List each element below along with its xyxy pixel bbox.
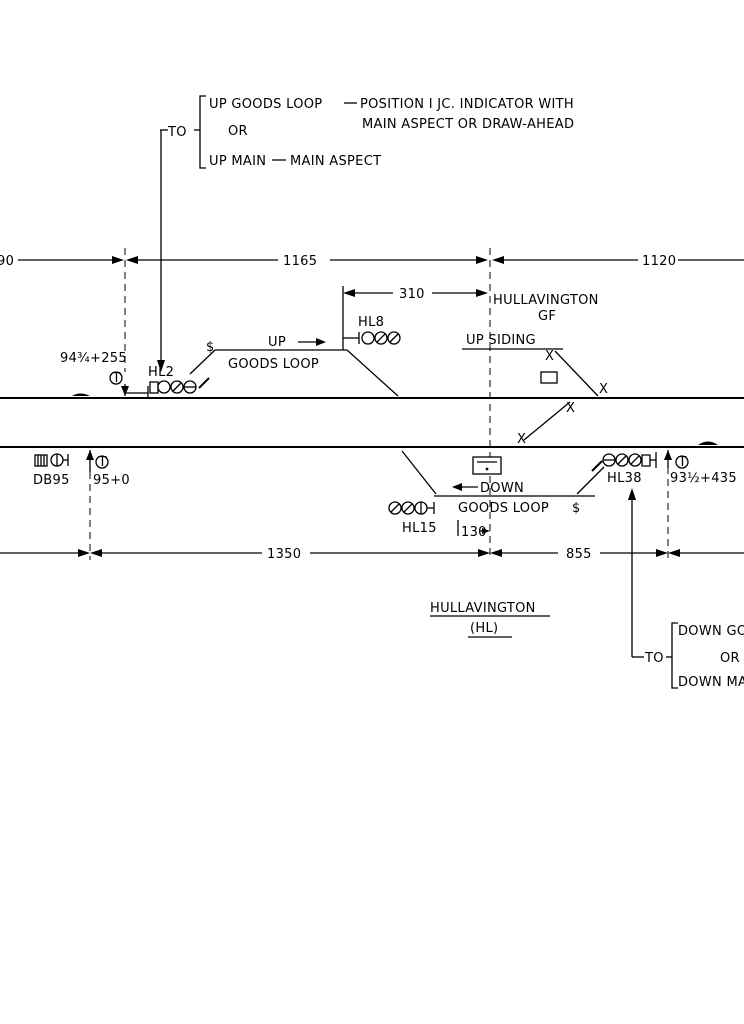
hullavington-gf-name: HULLAVINGTON bbox=[493, 293, 599, 308]
route-note-bottom-line1: DOWN GO bbox=[678, 624, 744, 639]
route-note-bottom-or: OR bbox=[720, 651, 740, 666]
up-siding-label: UP SIDING bbox=[466, 333, 536, 348]
signal-hl8: HL8 bbox=[343, 315, 401, 345]
down-label: DOWN bbox=[480, 481, 524, 496]
station-name: HULLAVINGTON bbox=[430, 601, 536, 616]
station-code: (HL) bbox=[470, 621, 498, 636]
distance-310: 310 bbox=[399, 287, 425, 302]
dimension-310: 310 bbox=[342, 286, 488, 350]
up-siding-cross-lower: X bbox=[599, 382, 608, 397]
signal-hl2: HL2 bbox=[125, 365, 210, 398]
down-loop-catch-point: $ bbox=[572, 501, 581, 516]
crossover bbox=[523, 401, 571, 441]
route-note-top-or: OR bbox=[228, 124, 248, 139]
mileage-down-end-text: 93½+435 bbox=[670, 471, 737, 486]
up-label: UP bbox=[268, 335, 286, 350]
up-siding-cross-upper: X bbox=[545, 349, 554, 364]
signal-hl38: HL38 bbox=[591, 452, 657, 486]
route-note-top-line2: UP MAIN bbox=[209, 154, 266, 169]
mileage-up-end: 94¾+255 T bbox=[60, 351, 129, 396]
distance-1165: 1165 bbox=[283, 254, 317, 269]
distance-1350: 1350 bbox=[267, 547, 301, 562]
telephone-db95: T bbox=[98, 455, 107, 470]
signal-hl15: HL15 bbox=[388, 501, 437, 536]
signal-hl38-label: HL38 bbox=[607, 471, 642, 486]
distance-855: 855 bbox=[566, 547, 592, 562]
hullavington-gf-code: GF bbox=[538, 309, 556, 324]
up-goods-loop: $ UP GOODS LOOP bbox=[189, 335, 399, 397]
route-note-top-line1-detail-a: POSITION I JC. INDICATOR WITH bbox=[360, 97, 574, 112]
signal-db95-label: DB95 bbox=[33, 473, 70, 488]
track-marker-left bbox=[72, 393, 90, 396]
distance-1120: 1120 bbox=[642, 254, 676, 269]
distance-left-partial: 90 bbox=[0, 254, 14, 269]
route-note-top-line1: UP GOODS LOOP bbox=[209, 97, 322, 112]
station-name-block: HULLAVINGTON (HL) bbox=[430, 601, 550, 638]
dimension-row-lower: 1350 855 bbox=[0, 547, 744, 562]
telephone-up-end: T bbox=[112, 371, 121, 386]
ground-frame-box bbox=[540, 371, 558, 384]
mileage-up-end-text: 94¾+255 bbox=[60, 351, 127, 366]
signal-hl8-label: HL8 bbox=[358, 315, 384, 330]
up-loop-catch-point: $ bbox=[206, 340, 215, 355]
telephone-down-end: T bbox=[678, 455, 687, 470]
distance-130: 130 bbox=[461, 525, 487, 540]
route-note-top-line2-detail: MAIN ASPECT bbox=[290, 154, 381, 169]
mileage-db95-text: 95+0 bbox=[93, 473, 130, 488]
track-marker-right bbox=[698, 441, 718, 445]
crossover-cross-lower: X bbox=[517, 432, 526, 447]
down-goods-loop-label: GOODS LOOP bbox=[458, 501, 549, 516]
route-note-bottom: TO DOWN GO OR DOWN MA bbox=[628, 488, 744, 690]
mileage-down-end: T 93½+435 bbox=[664, 450, 737, 486]
dimension-row-upper: 90 1165 1120 bbox=[0, 254, 744, 269]
crossover-cross-upper: X bbox=[566, 401, 575, 416]
hullavington-box bbox=[472, 456, 502, 475]
route-note-top-to: TO bbox=[167, 125, 187, 140]
up-siding: HULLAVINGTON GF UP SIDING X X bbox=[462, 293, 608, 397]
signal-hl2-label: HL2 bbox=[148, 365, 174, 380]
route-note-top-line1-detail-b: MAIN ASPECT OR DRAW-AHEAD bbox=[362, 117, 574, 132]
route-note-top: TO UP GOODS LOOP POSITION I JC. INDICATO… bbox=[157, 95, 574, 372]
down-goods-loop: $ DOWN GOODS LOOP 130 bbox=[401, 450, 605, 540]
signal-hl15-label: HL15 bbox=[402, 521, 437, 536]
route-note-bottom-to: TO bbox=[644, 651, 664, 666]
up-goods-loop-label: GOODS LOOP bbox=[228, 357, 319, 372]
signal-db95: DB95 T 95+0 bbox=[33, 450, 130, 488]
route-note-bottom-line2: DOWN MA bbox=[678, 675, 744, 690]
